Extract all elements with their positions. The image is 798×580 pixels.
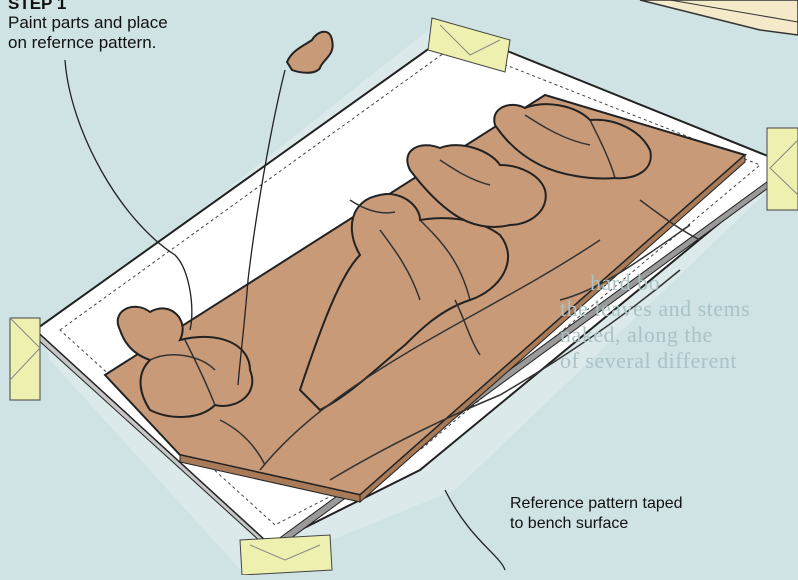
bg-text-2: the leaves and stems [560, 294, 750, 323]
bg-text-3: naked, along the [560, 320, 713, 349]
callout-line2: to bench surface [510, 514, 628, 533]
step1-line2: on refernce pattern. [8, 33, 156, 52]
board-edge-top-right [640, 0, 798, 35]
step1-line1: Paint parts and place [8, 13, 168, 32]
bg-text-1: hard bo [590, 268, 660, 297]
tape-bottom [240, 535, 332, 575]
leader-reference [445, 490, 505, 570]
loose-wood-piece [287, 32, 333, 73]
step1-title: STEP 1 [8, 0, 66, 13]
bg-text-4: of several different [560, 346, 737, 375]
callout-line1: Reference pattern taped [510, 494, 683, 513]
tape-left [10, 318, 40, 400]
tape-right [767, 128, 798, 210]
